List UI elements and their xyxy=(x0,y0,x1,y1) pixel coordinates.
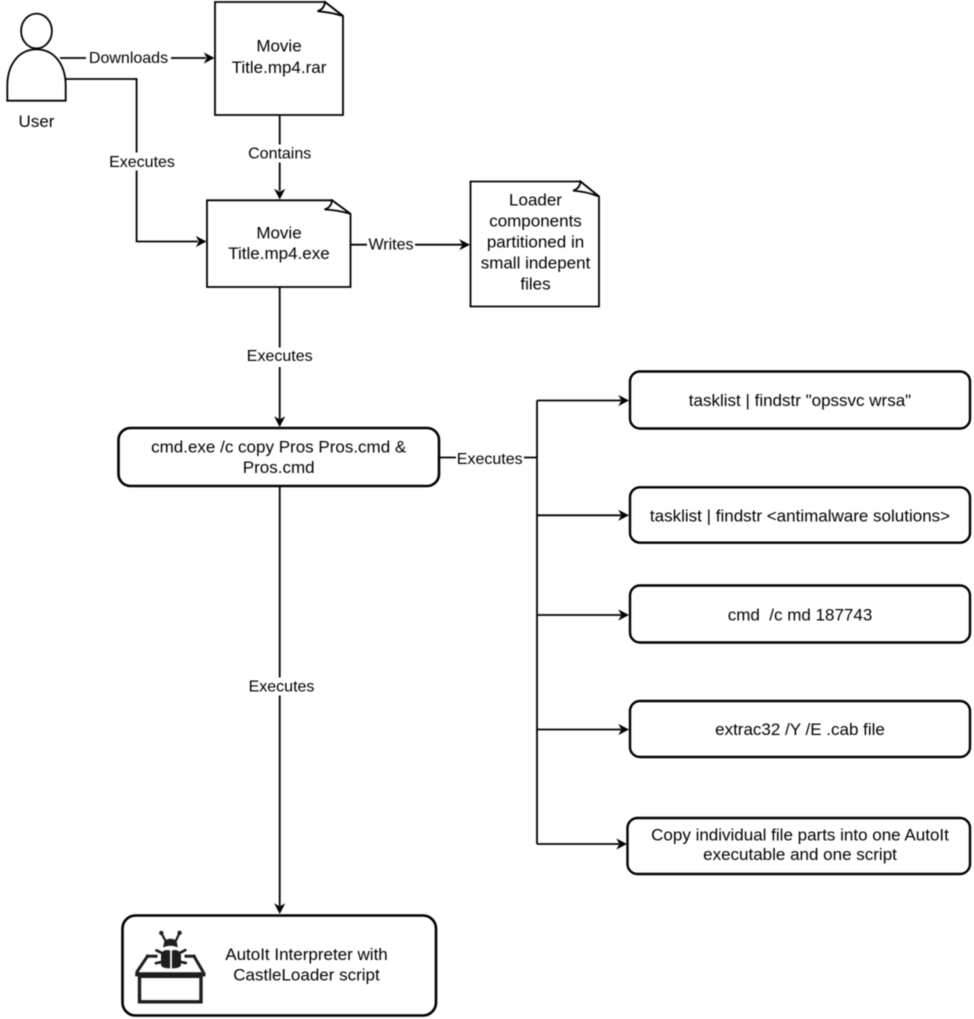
svg-text:files: files xyxy=(520,275,550,294)
svg-text:Pros.cmd: Pros.cmd xyxy=(243,458,315,477)
svg-text:small indepent: small indepent xyxy=(481,254,591,273)
svg-text:Executes: Executes xyxy=(457,451,523,468)
svg-text:Contains: Contains xyxy=(248,145,311,162)
svg-text:Title.mp4.exe: Title.mp4.exe xyxy=(228,244,329,263)
svg-text:User: User xyxy=(19,112,55,131)
svg-text:Executes: Executes xyxy=(109,154,175,171)
svg-text:Copy individual file parts int: Copy individual file parts into one Auto… xyxy=(651,825,949,844)
svg-text:Executes: Executes xyxy=(247,348,313,365)
svg-text:tasklist | findstr <antimalwar: tasklist | findstr <antimalware solution… xyxy=(650,506,950,525)
svg-text:cmd /c md 187743: cmd /c md 187743 xyxy=(728,605,873,624)
svg-text:Writes: Writes xyxy=(368,236,413,253)
svg-text:AutoIt Interpreter with: AutoIt Interpreter with xyxy=(225,945,388,964)
svg-text:extrac32 /Y /E .cab file: extrac32 /Y /E .cab file xyxy=(715,720,885,739)
svg-text:partitioned in: partitioned in xyxy=(487,233,584,252)
svg-text:tasklist | findstr "opssvc wrs: tasklist | findstr "opssvc wrsa" xyxy=(689,391,911,410)
svg-text:cmd.exe /c copy Pros Pros.cmd: cmd.exe /c copy Pros Pros.cmd & xyxy=(151,438,407,457)
svg-text:Executes: Executes xyxy=(249,679,315,696)
svg-text:Title.mp4.rar: Title.mp4.rar xyxy=(232,58,327,77)
svg-text:Downloads: Downloads xyxy=(89,50,168,67)
svg-text:components: components xyxy=(489,212,582,231)
svg-text:Movie: Movie xyxy=(256,224,301,243)
svg-text:Loader: Loader xyxy=(509,191,562,210)
svg-text:executable and one script: executable and one script xyxy=(703,845,897,864)
svg-text:CastleLoader script: CastleLoader script xyxy=(233,966,380,985)
svg-text:Movie: Movie xyxy=(256,37,301,56)
